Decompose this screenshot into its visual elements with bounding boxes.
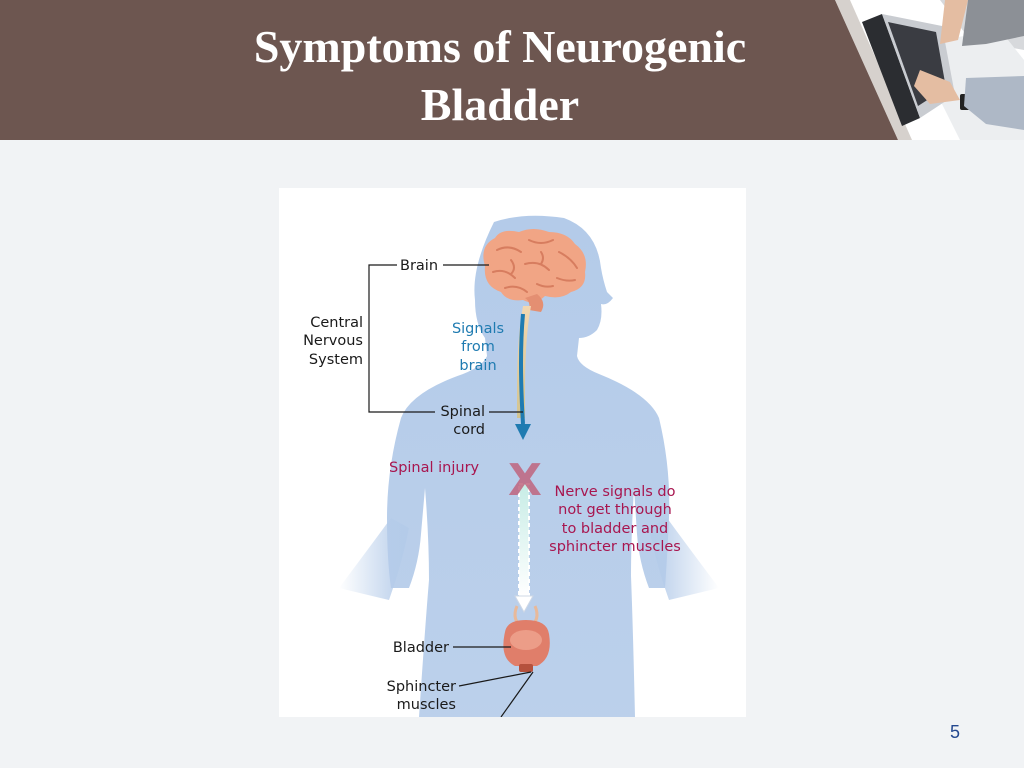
label-nerve-4: sphincter muscles — [549, 539, 681, 555]
leader-lines — [368, 264, 534, 717]
label-nerve-3: to bladder and — [562, 521, 668, 537]
label-cns-3: System — [309, 352, 363, 368]
signal-arrow-head — [515, 424, 531, 440]
injury-x-mark: X — [508, 455, 542, 506]
bladder-illustration — [503, 605, 550, 672]
neurogenic-bladder-diagram: Brain Central Nervous System Spinal cord… — [279, 188, 746, 717]
body-silhouette — [339, 215, 719, 717]
label-nerve-1: Nerve signals do — [555, 484, 676, 500]
label-signals-2: from — [461, 339, 495, 355]
blocked-pathway-head — [514, 595, 534, 614]
label-spinal-injury: Spinal injury — [389, 460, 480, 476]
label-spinal-1: Spinal — [440, 404, 485, 420]
label-bladder: Bladder — [393, 640, 449, 656]
label-sphincter-1: Sphincter — [387, 679, 456, 695]
label-cns-2: Nervous — [303, 333, 363, 349]
page-number: 5 — [949, 722, 960, 742]
signal-arrow — [519, 313, 525, 425]
title-line-2: Bladder — [420, 79, 580, 130]
label-cns-1: Central — [310, 315, 363, 331]
laptop-typing-photo — [835, 0, 1024, 140]
label-brain: Brain — [400, 258, 438, 274]
label-nerve-2: not get through — [558, 502, 672, 518]
label-sphincter-2: muscles — [397, 697, 456, 713]
slide-title: Symptoms of Neurogenic Bladder — [150, 18, 850, 134]
label-signals-1: Signals — [452, 321, 504, 337]
title-line-1: Symptoms of Neurogenic — [253, 21, 747, 72]
label-spinal-2: cord — [453, 422, 485, 438]
label-signals-3: brain — [459, 358, 496, 374]
